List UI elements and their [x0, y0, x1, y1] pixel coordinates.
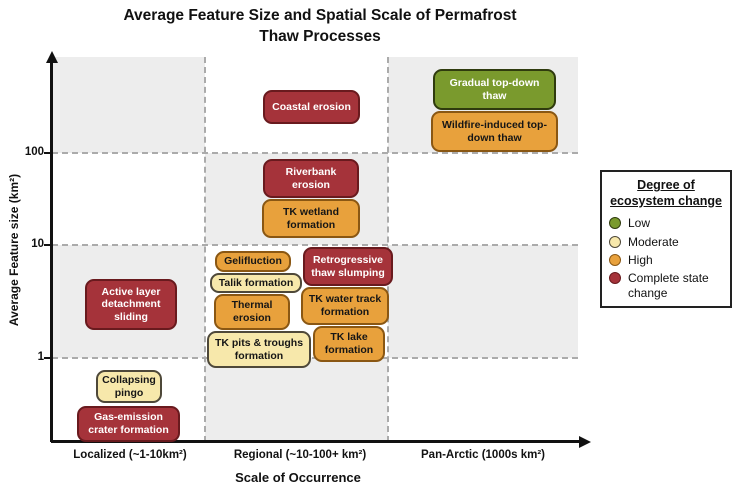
legend-item-low: Low — [609, 216, 723, 230]
gridline-localized-regional — [204, 57, 206, 442]
low-color-dot-icon — [609, 217, 621, 230]
x-axis-arrow — [579, 435, 591, 448]
y-tick-label-10: 10 — [31, 238, 44, 250]
box-retrogressive-thaw-slumping: Retrogressive thaw slumping — [303, 247, 393, 286]
legend: Degree of ecosystem change Low Moderate … — [600, 170, 732, 308]
y-tick-1 — [44, 357, 51, 359]
box-tk-lake-formation: TK lake formation — [313, 326, 385, 362]
moderate-color-dot-icon — [609, 235, 621, 248]
legend-title: Degree of ecosystem change — [609, 178, 723, 209]
gridline-10 — [52, 244, 578, 246]
band-r2c2 — [388, 245, 578, 358]
legend-title-line2: ecosystem change — [610, 193, 722, 208]
box-collapsing-pingo: Collapsing pingo — [96, 370, 162, 403]
chart-title: Average Feature Size and Spatial Scale o… — [80, 6, 560, 48]
y-axis-line — [50, 62, 53, 442]
box-tk-wetland-formation: TK wetland formation — [262, 199, 360, 238]
y-tick-label-100: 100 — [24, 146, 44, 158]
band-r3c1 — [205, 358, 388, 442]
high-color-dot-icon — [609, 254, 621, 267]
box-thermal-erosion: Thermal erosion — [214, 294, 290, 330]
y-tick-label-1: 1 — [37, 351, 44, 363]
y-tick-10 — [44, 244, 51, 246]
gridline-100 — [52, 152, 578, 154]
complete-state-change-color-dot-icon — [609, 272, 621, 285]
x-category-regional: Regional (~10-100+ km²) — [233, 449, 367, 461]
x-axis-line — [51, 440, 581, 443]
box-coastal-erosion: Coastal erosion — [263, 90, 360, 124]
legend-item-label: High — [628, 253, 653, 268]
x-category-localized: Localized (~1-10km²) — [73, 449, 187, 461]
box-talik-formation: Talik formation — [210, 273, 302, 293]
box-wildfire-induced-top-down-thaw: Wildfire-induced top-down thaw — [431, 111, 558, 152]
band-r0c0 — [52, 57, 205, 153]
legend-item-moderate: Moderate — [609, 235, 723, 249]
y-tick-100 — [44, 152, 51, 154]
x-category-panarctic: Pan-Arctic (1000s km²) — [421, 449, 545, 461]
box-tk-water-track-formation: TK water track formation — [301, 287, 389, 325]
y-axis-arrow — [45, 51, 58, 63]
box-riverbank-erosion: Riverbank erosion — [263, 159, 359, 198]
x-axis-title: Scale of Occurrence — [235, 470, 361, 485]
legend-title-line1: Degree of — [637, 178, 695, 192]
box-gas-emission-crater-formation: Gas-emission crater formation — [77, 406, 180, 442]
legend-item-complete-state-change: Complete state change — [609, 271, 723, 300]
box-active-layer-detachment-sliding: Active layer detachment sliding — [85, 279, 177, 330]
box-tk-pits-troughs-formation: TK pits & troughs formation — [207, 331, 311, 368]
legend-item-label: Complete state change — [628, 271, 709, 300]
box-gradual-top-down-thaw: Gradual top-down thaw — [433, 69, 556, 110]
box-gelifluction: Gelifluction — [215, 251, 291, 272]
chart-title-line1: Average Feature Size and Spatial Scale o… — [123, 7, 517, 24]
legend-item-high: High — [609, 253, 723, 267]
legend-item-label: Low — [628, 216, 651, 231]
legend-item-label: Moderate — [628, 234, 679, 249]
chart-title-line2: Thaw Processes — [259, 27, 381, 45]
y-axis-title: Average Feature size (km²) — [7, 173, 21, 327]
